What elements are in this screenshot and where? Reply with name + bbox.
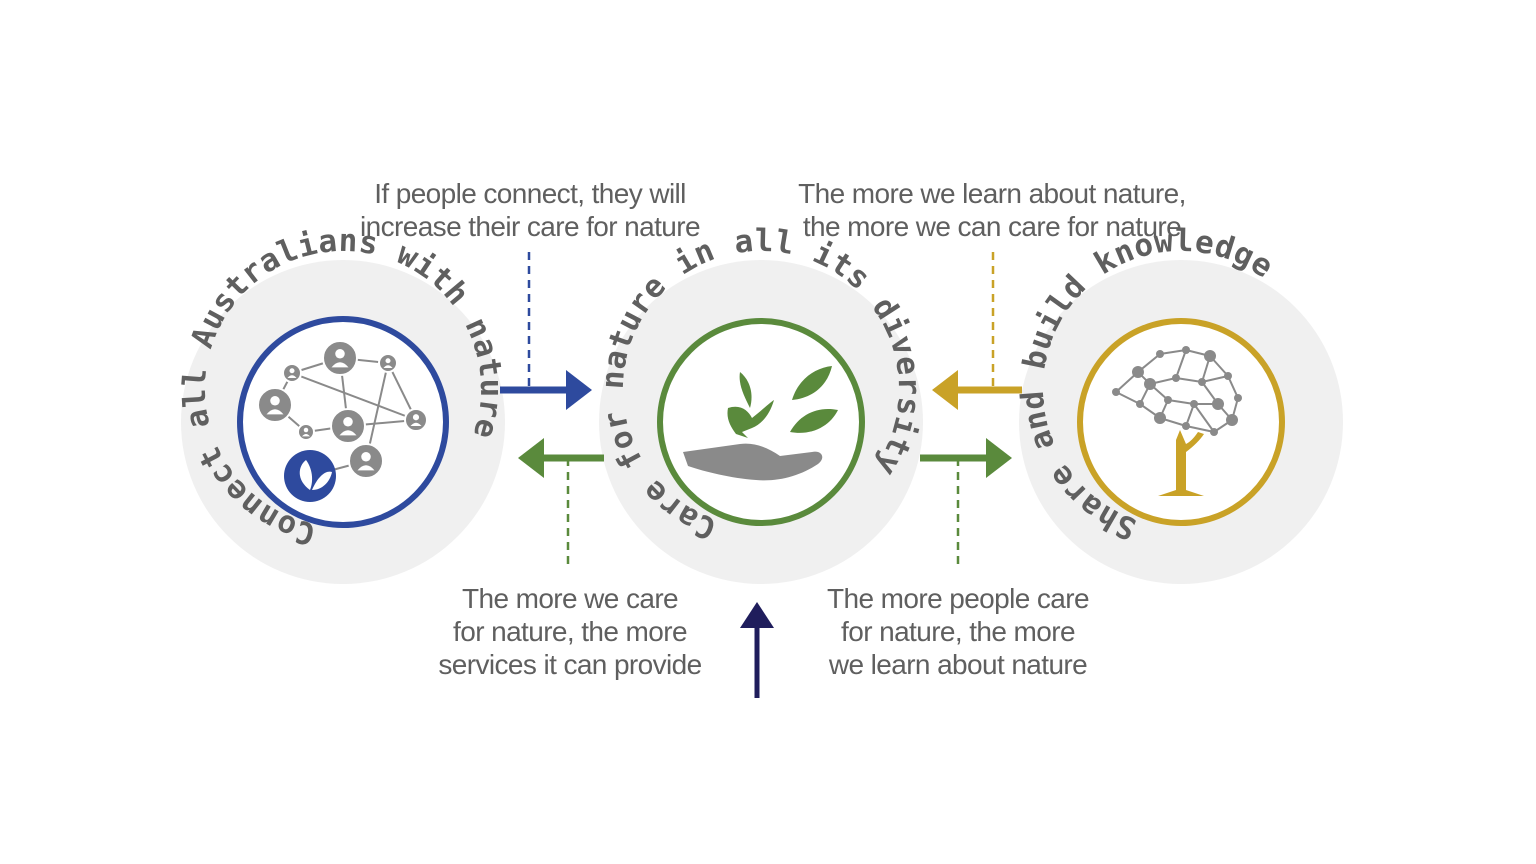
brain-node	[1136, 400, 1144, 408]
knowledge-circle: Share and build knowledge	[1015, 223, 1343, 584]
person-node	[348, 443, 384, 479]
brain-link	[1227, 375, 1239, 399]
brain-link	[1175, 349, 1187, 379]
brain-link	[1175, 377, 1203, 383]
caption-care-to-connect: The more we care for nature, the more se…	[438, 583, 702, 680]
knowledge-to-care-arrow	[932, 252, 1022, 410]
caption-connect-to-care: If people connect, they will increase th…	[360, 178, 701, 242]
person-node	[378, 353, 398, 373]
brain-node	[1204, 350, 1216, 362]
person-node	[330, 408, 366, 444]
person-node	[404, 408, 428, 432]
person-node	[282, 363, 302, 383]
bird-shape	[727, 400, 774, 438]
care-circle: Care for nature in all its diversity	[595, 223, 927, 584]
caption-knowledge-to-care: The more we learn about nature, the more…	[798, 178, 1186, 242]
brain-node	[1226, 414, 1238, 426]
brain-node	[1164, 396, 1172, 404]
care-to-knowledge-arrow	[920, 438, 1012, 566]
knowledge-circle-ring	[1077, 318, 1285, 526]
brain-link	[1115, 391, 1141, 405]
brain-node	[1212, 398, 1224, 410]
people-network-leaf-icon	[257, 340, 428, 502]
brain-node	[1112, 388, 1120, 396]
care-to-connect-arrow	[518, 438, 604, 566]
brain-node	[1132, 366, 1144, 378]
brain-link	[1159, 349, 1187, 355]
brain-node	[1190, 400, 1198, 408]
leaf-shape-2	[790, 408, 838, 433]
brain-link	[1201, 375, 1229, 383]
brain-node	[1234, 394, 1242, 402]
brain-node	[1210, 428, 1218, 436]
brain-node	[1198, 378, 1206, 386]
brain-node	[1144, 378, 1156, 390]
caption-care-to-knowledge: The more people care for nature, the mor…	[827, 583, 1090, 680]
brain-node	[1156, 350, 1164, 358]
brain-link	[1193, 403, 1215, 433]
brain-node	[1182, 346, 1190, 354]
leaf-shape-1	[792, 366, 832, 400]
brain-tree-icon	[1112, 346, 1242, 496]
person-node	[257, 387, 293, 423]
brain-link	[1185, 425, 1215, 433]
hand-birds-leaves-icon	[683, 366, 838, 481]
brain-node	[1182, 422, 1190, 430]
brain-node	[1172, 374, 1180, 382]
connect-to-care-arrow	[500, 252, 592, 410]
brain-node	[1224, 372, 1232, 380]
person-node	[297, 423, 315, 441]
brain-node	[1154, 412, 1166, 424]
vertical-up-arrow	[740, 602, 774, 698]
brain-link	[1167, 399, 1195, 405]
tree-trunk	[1158, 430, 1204, 496]
person-node	[322, 340, 358, 376]
connect-circle: Connect all Australians with nature	[177, 223, 509, 584]
hand-shape	[683, 443, 823, 481]
